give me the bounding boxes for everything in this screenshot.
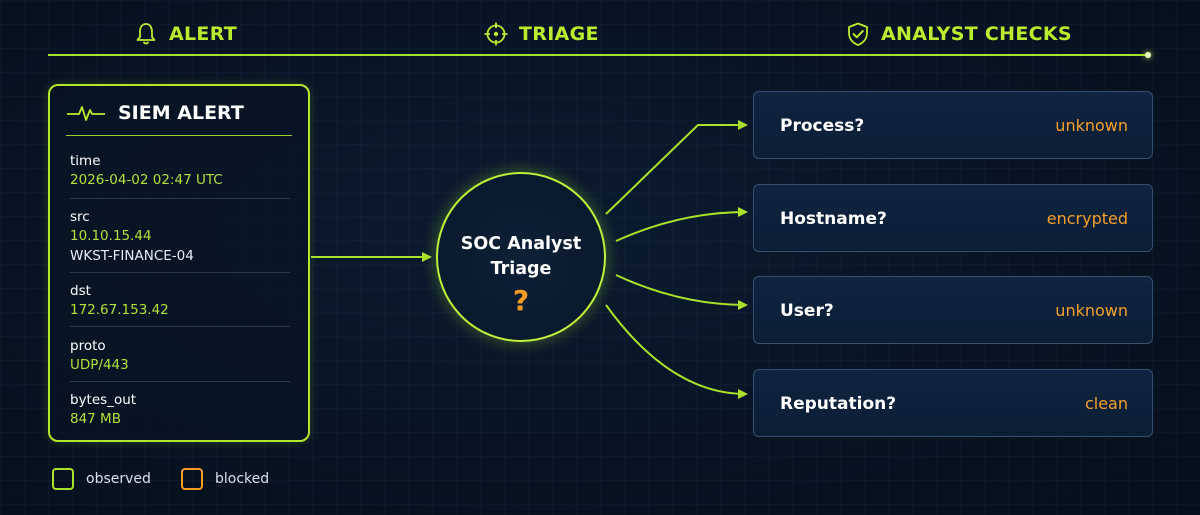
field-value: 847 MB [70, 411, 121, 427]
hub-title-line1: SOC Analyst [460, 234, 582, 254]
alert-title: SIEM ALERT [118, 102, 244, 124]
stage-divider [48, 54, 1148, 56]
check-status: clean [1084, 394, 1128, 413]
field-key: time [70, 153, 101, 169]
legend-blocked: blocked [181, 468, 269, 490]
stage-analyst-checks-label: ANALYST CHECKS [881, 23, 1072, 45]
stage-alert-label: ALERT [169, 23, 238, 45]
field-divider [70, 272, 290, 273]
siem-alert-card: SIEM ALERT time 2026-04-02 02:47 UTC src… [48, 84, 310, 442]
check-label: User? [780, 301, 834, 321]
field-hostname-value: WKST-FINANCE-04 [70, 248, 194, 264]
arrow-to-hostname [615, 207, 748, 242]
field-key: src [70, 209, 90, 225]
shield-check-icon [848, 22, 868, 46]
check-label: Reputation? [780, 394, 897, 414]
triage-hub: SOC Analyst Triage ? [436, 172, 606, 342]
field-divider [70, 326, 290, 327]
question-mark-icon: ? [512, 284, 530, 317]
field-value: 10.10.15.44 [70, 228, 152, 244]
check-label: Hostname? [780, 209, 887, 229]
field-value: 2026-04-02 02:47 UTC [70, 172, 223, 188]
alert-title-divider [66, 135, 292, 136]
check-status: unknown [1055, 301, 1128, 320]
field-divider [70, 198, 290, 199]
field-bytes-out: bytes_out 847 MB [70, 391, 292, 429]
observed-swatch [52, 468, 74, 490]
field-dst: dst 172.67.153.42 [70, 282, 292, 320]
hub-title-line2: Triage [490, 259, 552, 279]
legend-label: blocked [215, 471, 270, 487]
stage-analyst-checks: ANALYST CHECKS [845, 18, 1072, 50]
arrow-to-user [615, 274, 748, 310]
stage-divider-endpoint [1145, 52, 1151, 58]
check-status: encrypted [1046, 209, 1128, 228]
check-reputation: Reputation? clean [753, 369, 1153, 437]
arrow-to-reputation [605, 304, 748, 399]
alert-header: SIEM ALERT [66, 102, 244, 124]
crosshair-icon [484, 22, 508, 46]
stage-alert: ALERT [133, 18, 237, 50]
pulse-icon [67, 106, 105, 121]
stage-triage: TRIAGE [483, 18, 599, 50]
check-label: Process? [780, 116, 865, 136]
field-divider [70, 381, 290, 382]
field-time: time 2026-04-02 02:47 UTC [70, 152, 292, 190]
stage-triage-label: TRIAGE [519, 23, 599, 45]
legend-label: observed [86, 471, 151, 487]
field-proto: proto UDP/443 [70, 337, 292, 375]
field-key: proto [70, 338, 106, 354]
field-value: UDP/443 [70, 357, 129, 373]
check-status: unknown [1055, 116, 1128, 135]
field-key: dst [70, 283, 91, 299]
check-hostname: Hostname? encrypted [753, 184, 1153, 252]
bell-icon [136, 23, 156, 45]
field-value: 172.67.153.42 [70, 302, 169, 318]
field-src: src 10.10.15.44 WKST-FINANCE-04 [70, 208, 292, 266]
check-user: User? unknown [753, 276, 1153, 344]
legend-observed: observed [52, 468, 151, 490]
check-process: Process? unknown [753, 91, 1153, 159]
field-key: bytes_out [70, 392, 137, 408]
arrow-to-process [605, 120, 748, 215]
blocked-swatch [181, 468, 203, 490]
